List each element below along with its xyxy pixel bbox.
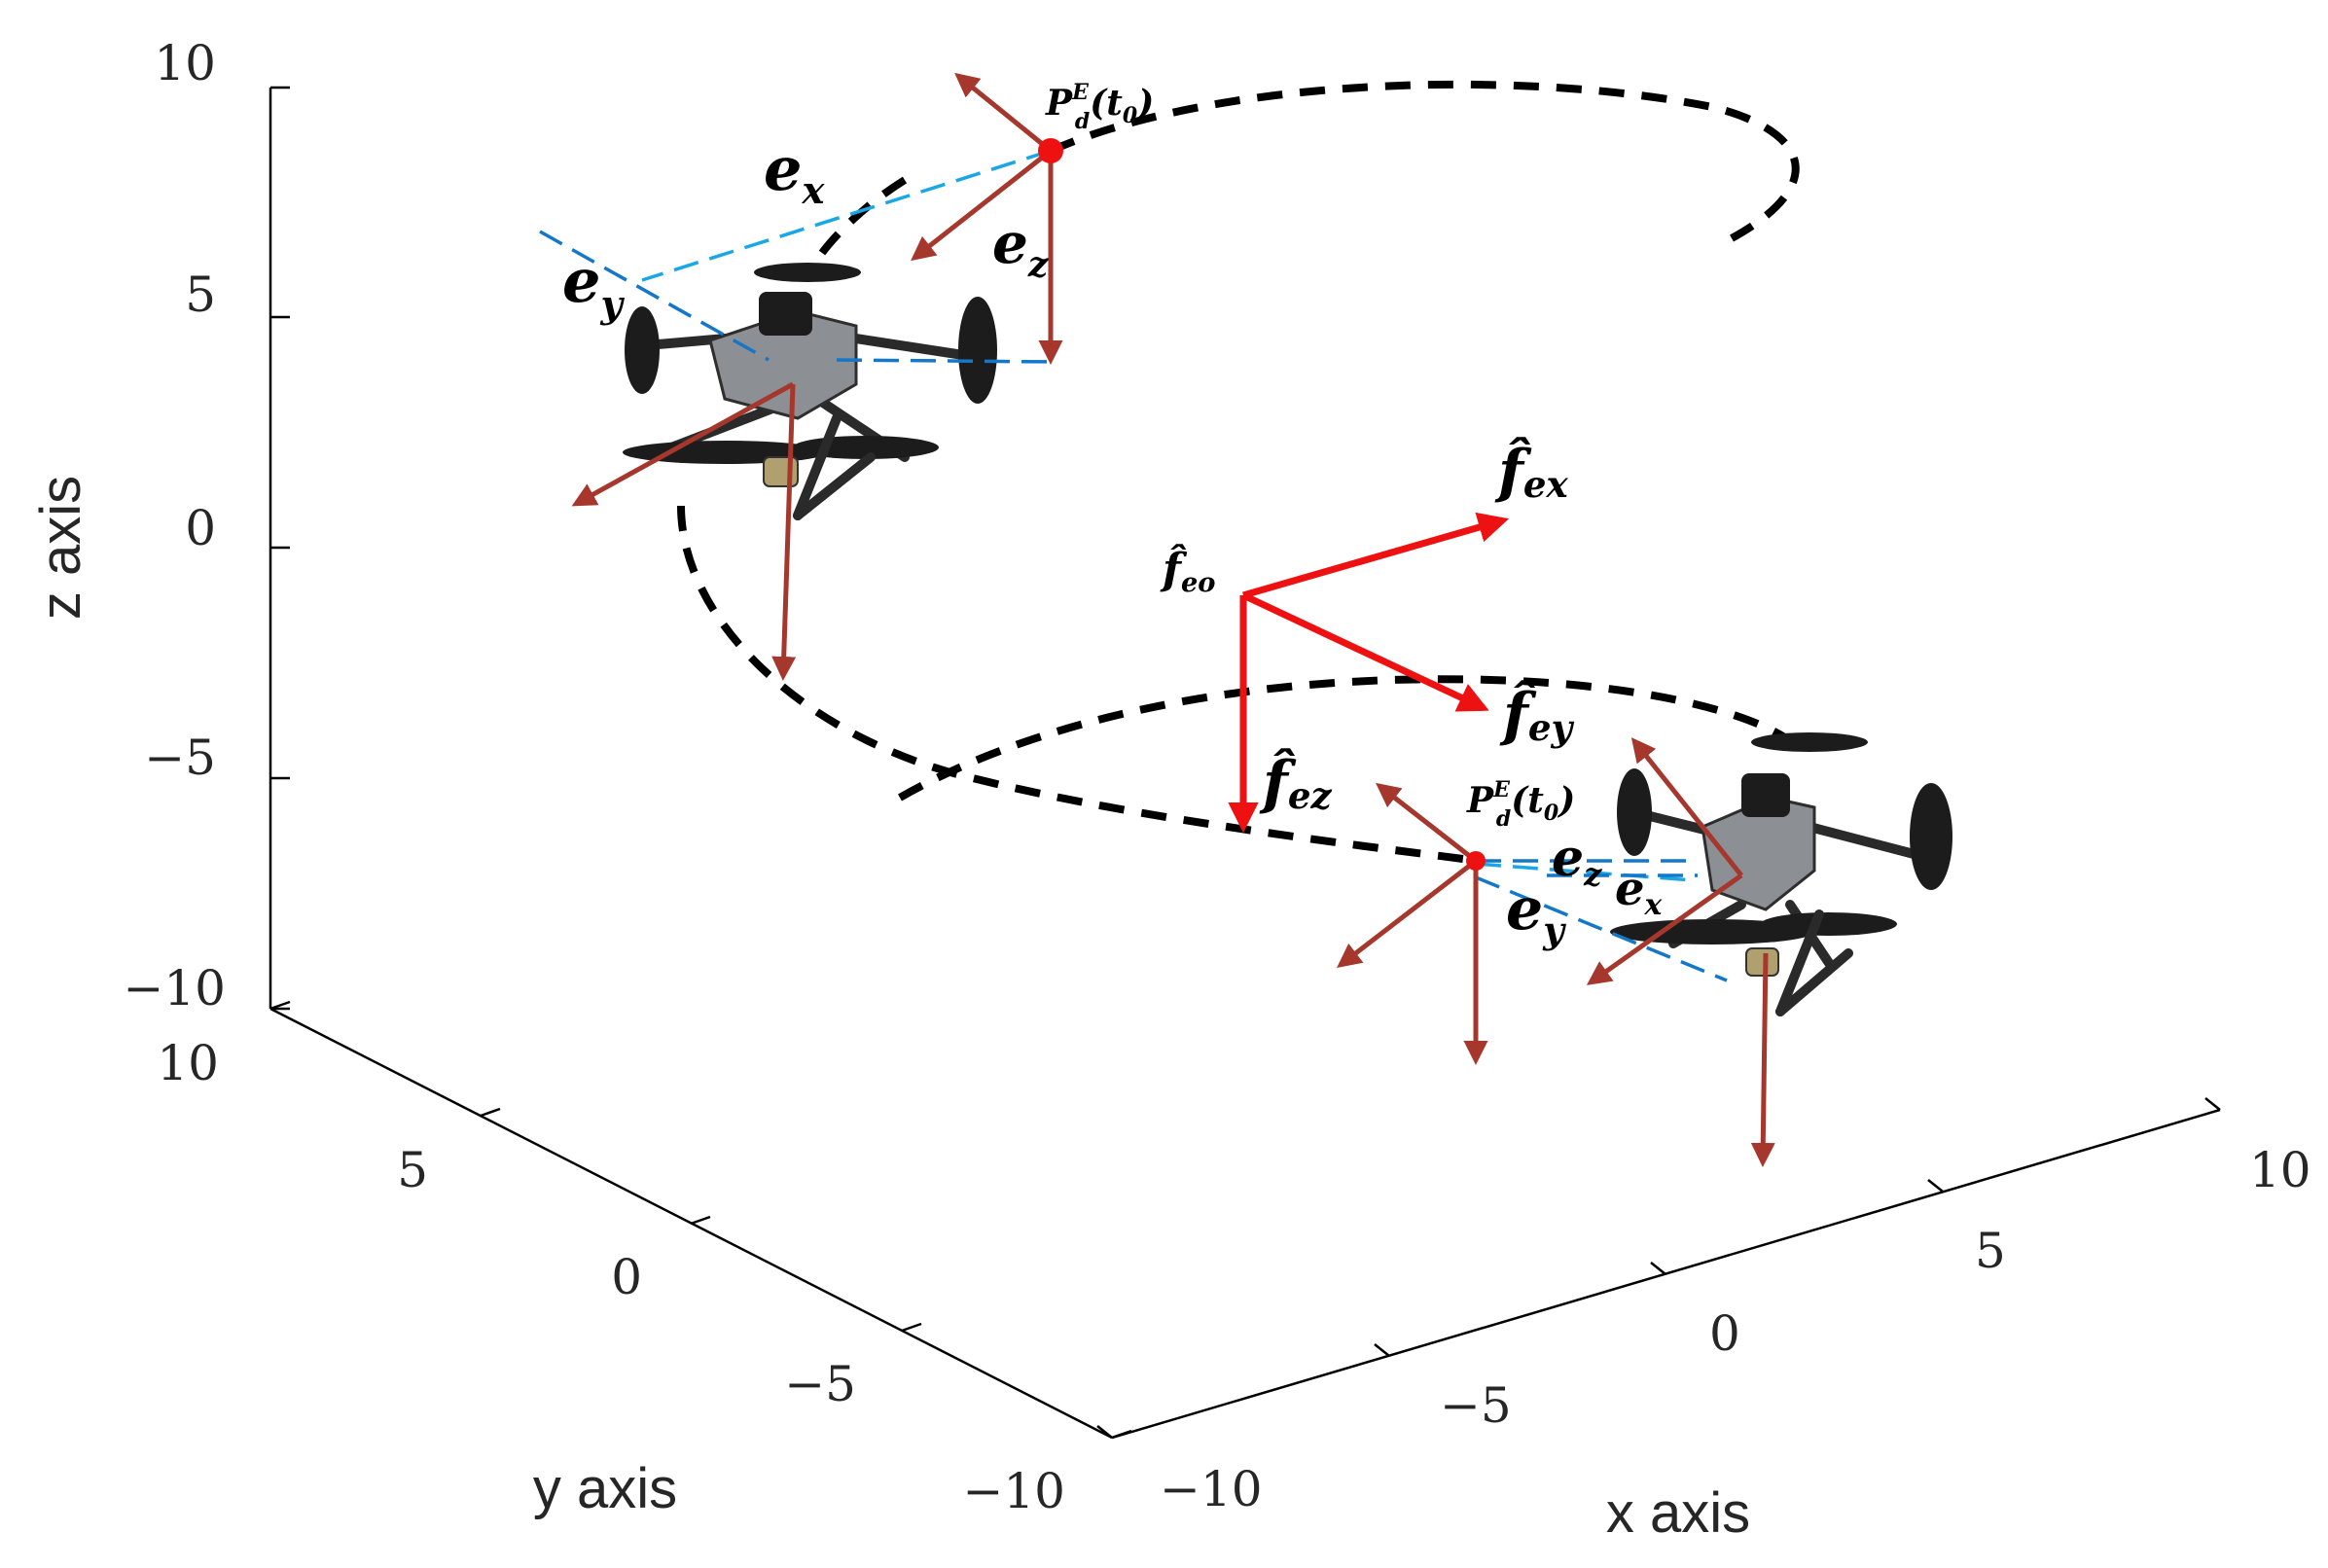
y-tick-label: 5 bbox=[397, 1142, 428, 1198]
target-point-bottom bbox=[1466, 851, 1486, 871]
x-tick-label: 0 bbox=[1709, 1305, 1740, 1362]
frame-x-label: f̂ex bbox=[1494, 437, 1568, 506]
error-x-label-bottom: ex bbox=[1615, 862, 1664, 922]
arrow-up-left bbox=[1630, 737, 1743, 877]
error-y-label-bottom: ey bbox=[1506, 875, 1566, 951]
arrow-down-left bbox=[1586, 873, 1743, 985]
frame-y-label: f̂ey bbox=[1499, 680, 1574, 749]
error-lines-bottom bbox=[1475, 859, 1728, 982]
error-y-label-top: ey bbox=[562, 245, 625, 327]
z-tick-label: −10 bbox=[123, 960, 226, 1016]
y-ticks: 10 5 0 −5 −10 bbox=[157, 1000, 1132, 1519]
y-axis-title: y axis bbox=[533, 1457, 677, 1520]
body-frame-target-top bbox=[911, 72, 1063, 365]
error-lines-top bbox=[539, 149, 1057, 364]
z-tick-label: −5 bbox=[144, 730, 216, 786]
arrow-up-left bbox=[954, 72, 1053, 153]
error-z-label-top: ez bbox=[992, 210, 1050, 285]
x-tick-label: −5 bbox=[1440, 1377, 1512, 1434]
reference-trajectory bbox=[677, 80, 1803, 865]
drone-bottom bbox=[1610, 732, 1952, 1016]
body-frame-drone-bottom bbox=[1586, 737, 1775, 1167]
x-axis-title: x axis bbox=[1606, 1481, 1750, 1545]
body-frame-target-bottom bbox=[1337, 782, 1488, 1065]
arrow-down bbox=[1750, 952, 1775, 1167]
y-tick-label: −10 bbox=[962, 1463, 1065, 1519]
y-tick-label: 10 bbox=[157, 1035, 219, 1091]
frame-x-arrow bbox=[1242, 512, 1510, 599]
error-x-label-top: ex bbox=[764, 133, 825, 213]
drone-top bbox=[623, 263, 997, 520]
arrow-up-left bbox=[1376, 782, 1478, 863]
y-tick-label: −5 bbox=[784, 1356, 856, 1412]
arrow-left bbox=[571, 381, 795, 507]
reference-frame bbox=[1228, 512, 1510, 834]
frame-origin-label: f̂eo bbox=[1160, 543, 1215, 598]
y-tick-label: 0 bbox=[611, 1249, 642, 1305]
x-tick-label: 5 bbox=[1975, 1223, 2006, 1279]
z-tick-label: 5 bbox=[185, 267, 216, 323]
z-axis-title: z axis bbox=[29, 476, 92, 620]
z-tick-label: 0 bbox=[185, 500, 216, 556]
target-point-top bbox=[1038, 138, 1063, 163]
x-axis-line bbox=[1111, 1108, 2221, 1440]
frame-z-label: f̂ez bbox=[1259, 748, 1332, 817]
x-tick-label: 10 bbox=[2249, 1142, 2311, 1198]
error-z-label-bottom: ez bbox=[1552, 829, 1602, 893]
frame-y-arrow bbox=[1241, 591, 1489, 712]
arrow-down-left bbox=[911, 149, 1053, 262]
z-ticks: 10 5 0 −5 −10 bbox=[123, 35, 290, 1016]
x-ticks: −10 −5 0 5 10 bbox=[1096, 1097, 2311, 1517]
body-frame-drone-top bbox=[571, 381, 797, 681]
x-tick-label: −10 bbox=[1160, 1461, 1263, 1517]
arrow-down-left bbox=[1337, 859, 1478, 969]
arrow-down bbox=[771, 383, 797, 681]
z-tick-label: 10 bbox=[154, 35, 216, 91]
